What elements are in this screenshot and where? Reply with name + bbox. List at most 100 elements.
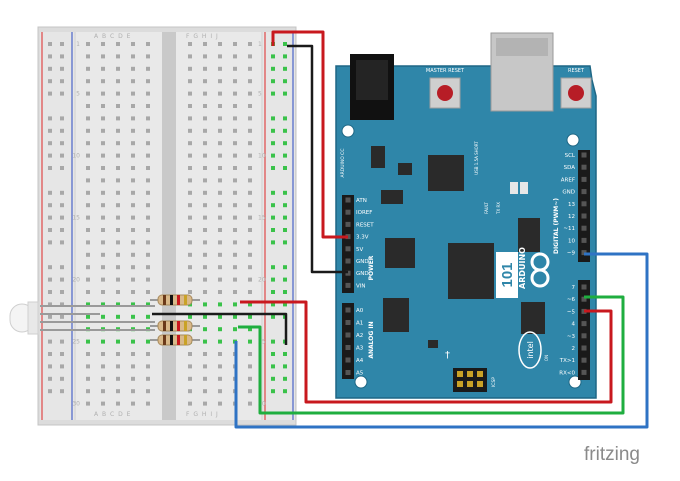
header-pin[interactable] xyxy=(581,321,587,327)
row-number: 10 xyxy=(72,153,80,160)
breadboard-hole xyxy=(188,401,192,406)
breadboard-hole xyxy=(146,352,150,356)
rail-hole xyxy=(271,215,275,220)
digital-header-bottom xyxy=(578,280,590,380)
breadboard-hole xyxy=(116,389,120,394)
breadboard-hole xyxy=(101,401,105,406)
breadboard-hole xyxy=(218,215,222,220)
breadboard-hole xyxy=(218,327,222,332)
header-pin[interactable] xyxy=(345,332,351,338)
breadboard-hole xyxy=(131,265,135,270)
rail-hole xyxy=(48,215,52,220)
rail-hole xyxy=(48,42,52,46)
header-pin[interactable] xyxy=(345,221,351,227)
breadboard-hole xyxy=(131,91,135,96)
breadboard-hole xyxy=(248,228,252,232)
reset-button[interactable] xyxy=(560,77,592,109)
breadboard-hole xyxy=(248,314,252,319)
breadboard-hole xyxy=(203,54,207,59)
rail-hole xyxy=(283,66,287,71)
breadboard-hole xyxy=(131,339,135,344)
header-pin[interactable] xyxy=(345,320,351,325)
header-pin[interactable] xyxy=(581,152,587,158)
rail-hole xyxy=(271,153,275,158)
header-pin[interactable] xyxy=(581,345,587,351)
breadboard-hole xyxy=(203,252,207,257)
breadboard-hole xyxy=(203,42,207,46)
header-pin[interactable] xyxy=(581,284,587,290)
breadboard-hole xyxy=(233,240,237,245)
breadboard-hole xyxy=(146,178,150,183)
rail-hole xyxy=(48,277,52,282)
wire-black-jumper[interactable] xyxy=(152,312,288,345)
header-pin[interactable] xyxy=(581,189,587,195)
header-pin[interactable] xyxy=(345,197,351,203)
pin-label: SCL xyxy=(565,153,576,159)
breadboard-hole xyxy=(131,54,135,59)
breadboard-hole xyxy=(248,277,252,282)
wire-red-pin5[interactable] xyxy=(240,300,613,404)
header-pin[interactable] xyxy=(345,357,351,363)
header-pin[interactable] xyxy=(345,307,351,313)
row-number: 25 xyxy=(258,339,266,346)
rail-hole xyxy=(48,79,52,84)
pin-label: 2 xyxy=(572,346,576,352)
rail-hole xyxy=(271,265,275,270)
header-pin[interactable] xyxy=(581,357,587,363)
header-pin[interactable] xyxy=(345,209,351,215)
breadboard-hole xyxy=(248,166,252,170)
header-pin[interactable] xyxy=(581,296,587,302)
breadboard-hole xyxy=(218,153,222,158)
rail-hole xyxy=(283,128,287,133)
rgb-led xyxy=(9,301,100,335)
rail-hole xyxy=(48,228,52,232)
breadboard-hole xyxy=(188,314,192,319)
wire-black-gnd[interactable] xyxy=(287,44,348,274)
header-pin[interactable] xyxy=(581,333,587,339)
left-power-rail xyxy=(40,32,74,420)
breadboard-hole xyxy=(146,215,150,220)
chip xyxy=(385,238,415,268)
breadboard-hole xyxy=(116,104,120,108)
breadboard-hole xyxy=(203,401,207,406)
right-power-rail xyxy=(263,32,295,420)
wire-blue-pin9[interactable] xyxy=(234,252,649,429)
breadboard-hole xyxy=(101,228,105,232)
chip xyxy=(383,298,409,332)
breadboard-hole xyxy=(218,302,222,307)
pin-label: A0 xyxy=(356,308,364,314)
rail-hole xyxy=(283,228,287,232)
breadboard-hole xyxy=(86,401,90,406)
rail-hole xyxy=(60,190,64,195)
wire-green-pin6[interactable] xyxy=(238,295,625,415)
wire-red-3v3[interactable] xyxy=(271,30,348,239)
breadboard-hole xyxy=(233,190,237,195)
pin-label: ~11 xyxy=(563,226,575,232)
header-pin[interactable] xyxy=(345,282,351,288)
master-reset-button[interactable] xyxy=(429,77,461,109)
header-pin[interactable] xyxy=(581,201,587,207)
breadboard-hole xyxy=(86,79,90,84)
brand-name: intel xyxy=(526,341,535,359)
breadboard-hole xyxy=(248,203,252,208)
breadboard-hole xyxy=(203,153,207,158)
chip xyxy=(381,190,403,204)
header-pin[interactable] xyxy=(345,258,351,264)
dc-power-jack xyxy=(350,54,394,120)
header-pin[interactable] xyxy=(581,213,587,219)
header-pin[interactable] xyxy=(581,225,587,231)
header-pin[interactable] xyxy=(345,370,351,375)
header-pin[interactable] xyxy=(581,164,587,170)
breadboard-hole xyxy=(233,153,237,158)
rail-hole xyxy=(60,302,64,307)
header-pin[interactable] xyxy=(345,345,351,350)
breadboard-hole xyxy=(101,215,105,220)
rail-hole xyxy=(283,215,287,220)
rail-hole xyxy=(271,91,275,96)
header-pin[interactable] xyxy=(345,246,351,252)
header-pin[interactable] xyxy=(581,176,587,182)
breadboard-hole xyxy=(218,376,222,381)
header-pin[interactable] xyxy=(581,369,587,375)
header-pin[interactable] xyxy=(581,237,587,243)
